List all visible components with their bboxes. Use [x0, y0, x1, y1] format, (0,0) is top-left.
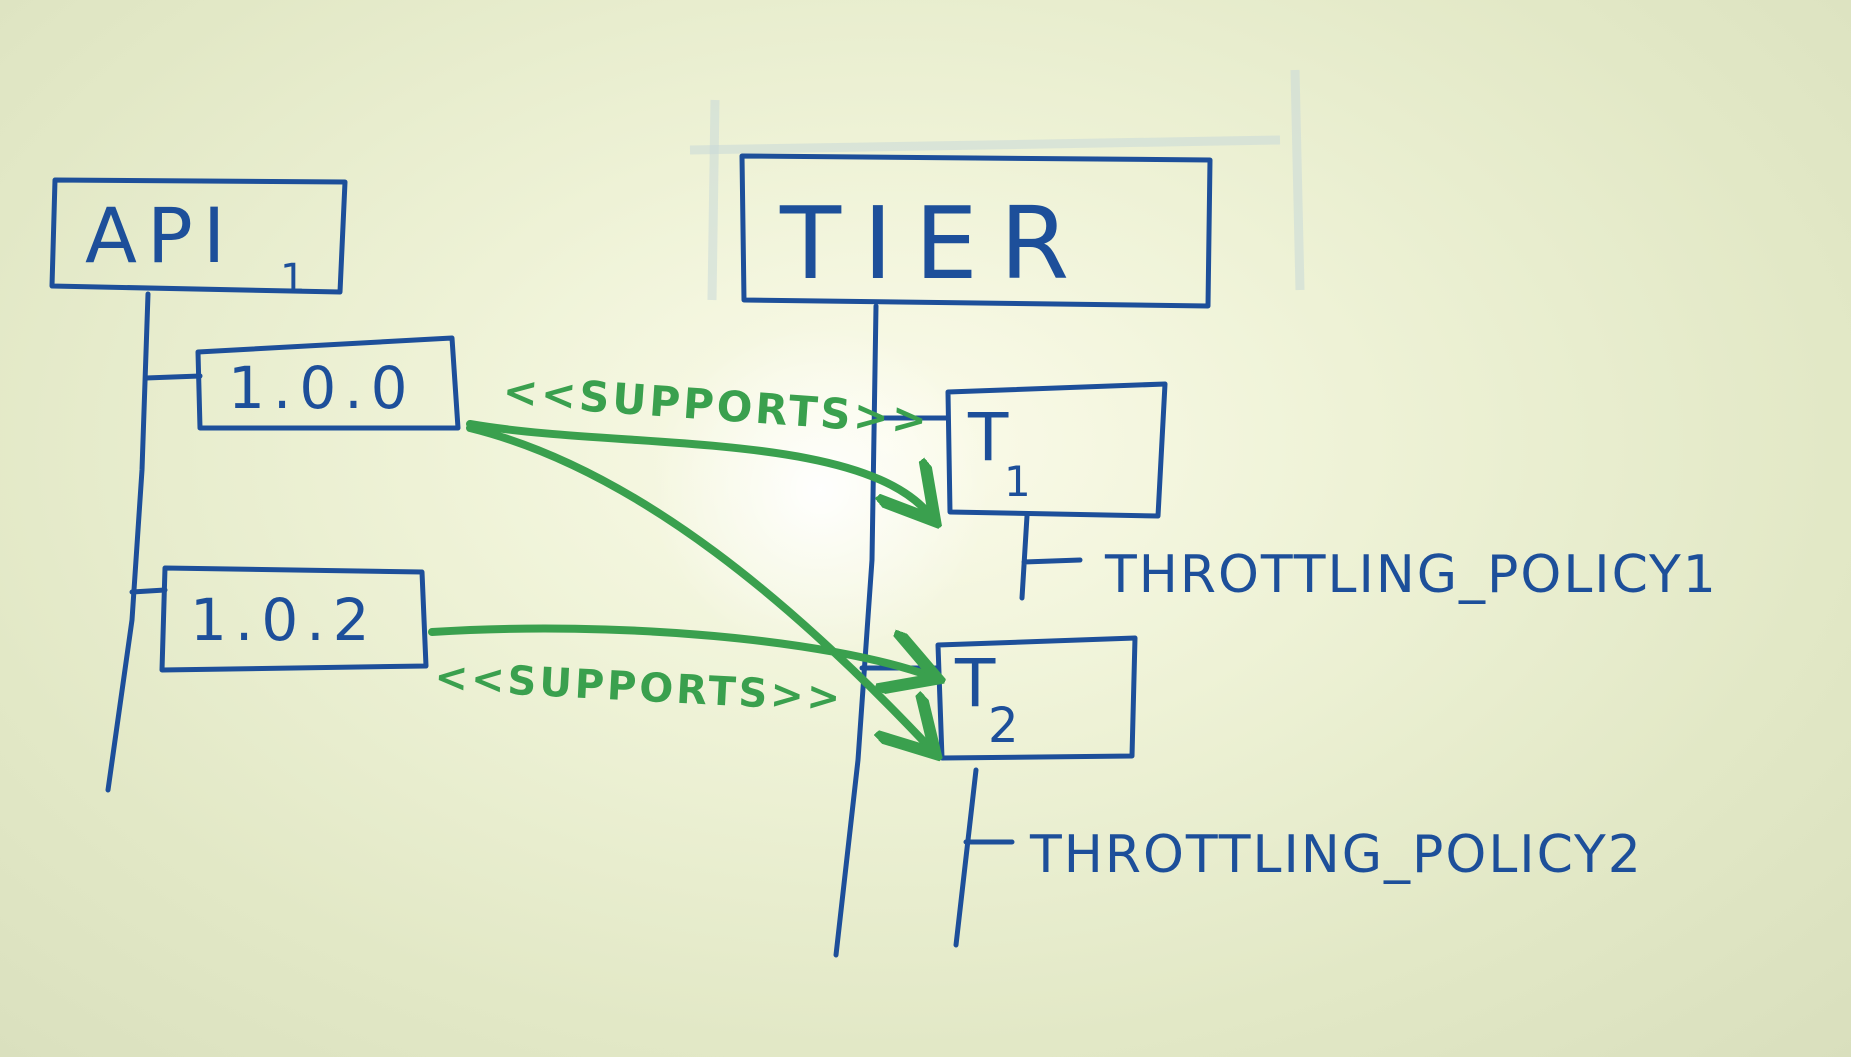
version-node-2: 1.0.2: [159, 565, 429, 673]
api-box: [49, 177, 348, 295]
api-trunk-line: [105, 291, 151, 793]
tier-t2-subscript: 2: [988, 698, 1019, 754]
policy2-connector: [953, 767, 1015, 948]
tier-t1-node: T 1: [945, 381, 1168, 519]
supports-arrows: [428, 420, 930, 748]
supports-label-bottom: <<SUPPORTS>>: [433, 654, 844, 721]
api-branch-2: [129, 587, 168, 595]
erased-ghost-marks: [689, 69, 1305, 301]
tier-t2-label: T: [954, 645, 996, 722]
arrow-v102-to-t2: [428, 624, 930, 676]
tier-t1-label: T: [967, 399, 1009, 476]
arrow-v100-to-t1: [466, 420, 930, 515]
version-box-1: [195, 335, 461, 431]
tier-t1-subscript: 1: [1004, 457, 1031, 506]
version-box-2: [159, 565, 429, 673]
policy2-label: THROTTLING_POLICY2: [1029, 825, 1643, 885]
tier-node: TIER: [739, 153, 1213, 309]
policy1-connector: [1019, 513, 1083, 601]
arrow-v100-to-t2: [466, 424, 930, 748]
tier-t2-node: T 2: [935, 635, 1138, 761]
version-label-1: 1.0.0: [228, 354, 416, 422]
api-branch-1: [143, 373, 203, 381]
api-subscript: 1: [280, 256, 305, 302]
tier-t1-box: [945, 381, 1168, 519]
policy1-label: THROTTLING_POLICY1: [1104, 545, 1718, 605]
tier-box: [739, 153, 1213, 309]
api-node: API 1: [49, 177, 348, 302]
version-label-2: 1.0.2: [190, 586, 378, 654]
api-label: API: [85, 191, 235, 280]
tier-label: TIER: [779, 185, 1091, 302]
version-node-1: 1.0.0: [195, 335, 461, 431]
